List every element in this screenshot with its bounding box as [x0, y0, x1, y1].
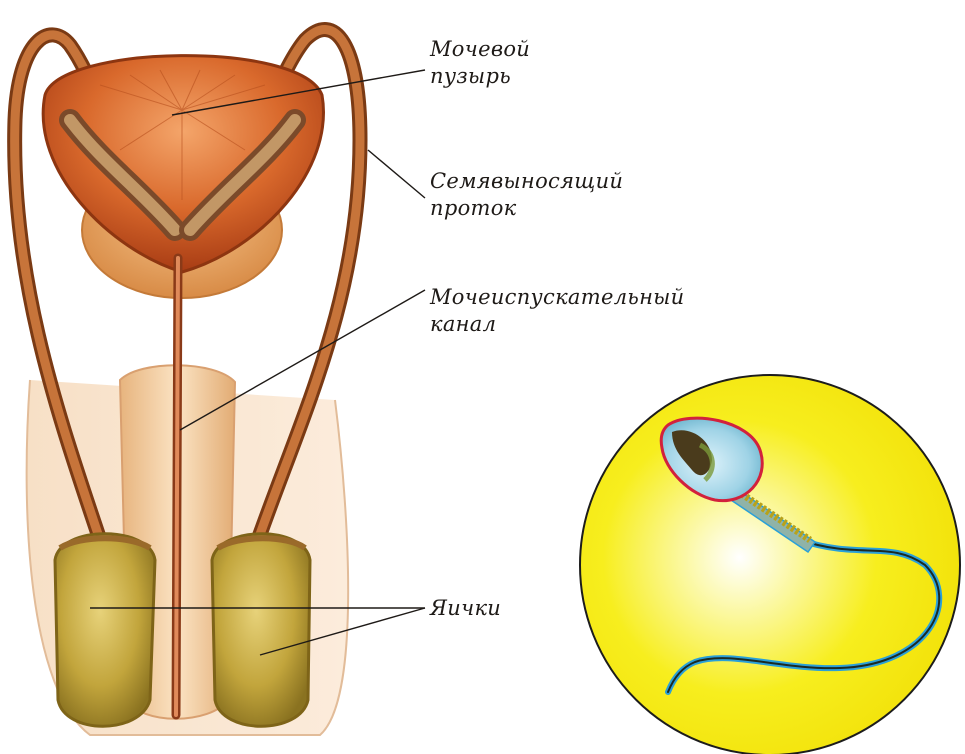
- label-bladder-line1: Мочевой: [430, 36, 530, 63]
- label-vas-deferens: Семявыносящий проток: [430, 168, 623, 222]
- label-bladder-line2: пузырь: [430, 63, 530, 90]
- label-vas-deferens-line1: Семявыносящий: [430, 168, 623, 195]
- label-testes-text: Яички: [430, 595, 501, 622]
- urethra: [176, 258, 178, 715]
- sperm-cell-inset: [580, 375, 960, 754]
- label-vas-deferens-line2: проток: [430, 195, 623, 222]
- label-bladder: Мочевой пузырь: [430, 36, 530, 90]
- label-urethra-line2: канал: [430, 311, 684, 338]
- label-urethra: Мочеиспускательный канал: [430, 284, 684, 338]
- label-testes: Яички: [430, 595, 501, 622]
- label-urethra-line1: Мочеиспускательный: [430, 284, 684, 311]
